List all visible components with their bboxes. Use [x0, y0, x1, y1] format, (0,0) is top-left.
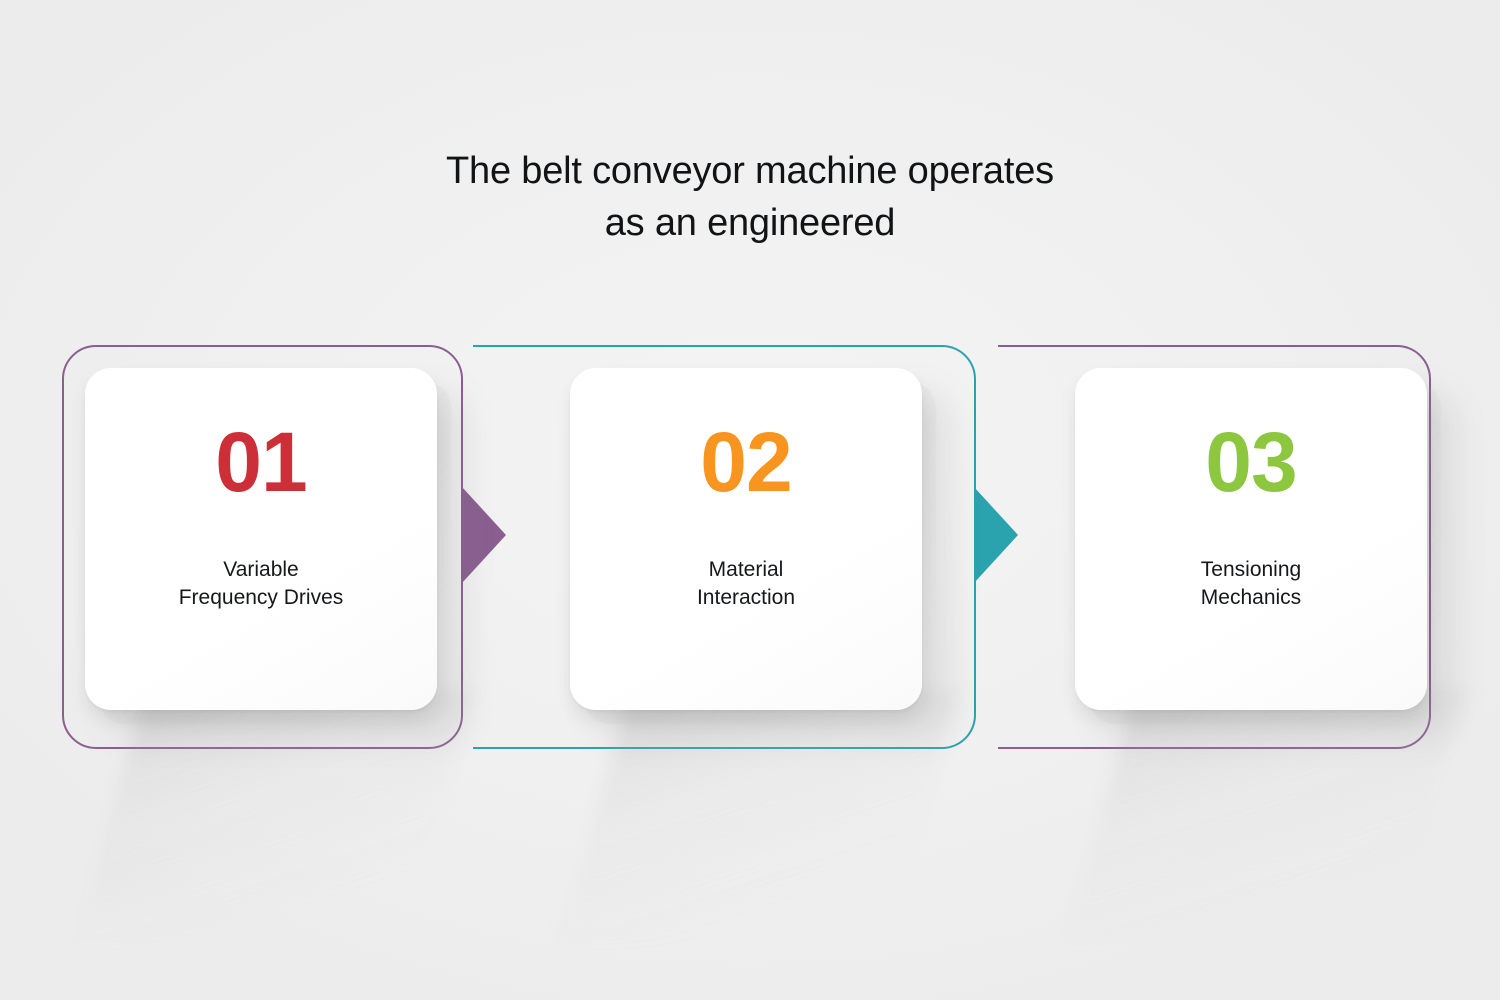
step-label-3-line-1: Tensioning [1200, 558, 1302, 581]
step-label-1-line-1: Variable [223, 558, 299, 581]
arrow-triangle-teal [974, 487, 1018, 583]
step-label-3: Tensioning Mechanics [1201, 556, 1301, 612]
card-floor-shadow-3 [1064, 690, 1466, 940]
step-card-3[interactable]: 03 Tensioning Mechanics [1075, 368, 1427, 710]
card-floor-shadow-2 [559, 690, 961, 940]
step-number-1: 01 [215, 415, 307, 509]
step-number-3: 03 [1205, 415, 1297, 509]
step-label-2-line-2: Interaction [696, 585, 796, 609]
arrow-triangle-purple [462, 487, 506, 583]
step-label-2-line-1: Material [708, 558, 784, 581]
page-title-line-2: as an engineered [604, 201, 896, 244]
page-title-line-1: The belt conveyor machine operates [446, 150, 1054, 192]
step-label-1-line-2: Frequency Drives [178, 585, 344, 609]
arrow-right-icon-step2-to-step3 [974, 487, 1018, 583]
card-floor-shadow-1 [74, 690, 476, 940]
step-number-2: 02 [700, 415, 792, 509]
arrow-right-icon-step1-to-step2 [462, 487, 506, 583]
step-card-2[interactable]: 02 Material Interaction [570, 368, 922, 710]
step-card-1[interactable]: 01 Variable Frequency Drives [85, 368, 437, 710]
step-label-3-line-2: Mechanics [1200, 585, 1302, 609]
step-label-2: Material Interaction [697, 556, 795, 612]
page-title: The belt conveyor machine operates as an… [0, 146, 1500, 249]
step-label-1: Variable Frequency Drives [179, 556, 344, 612]
